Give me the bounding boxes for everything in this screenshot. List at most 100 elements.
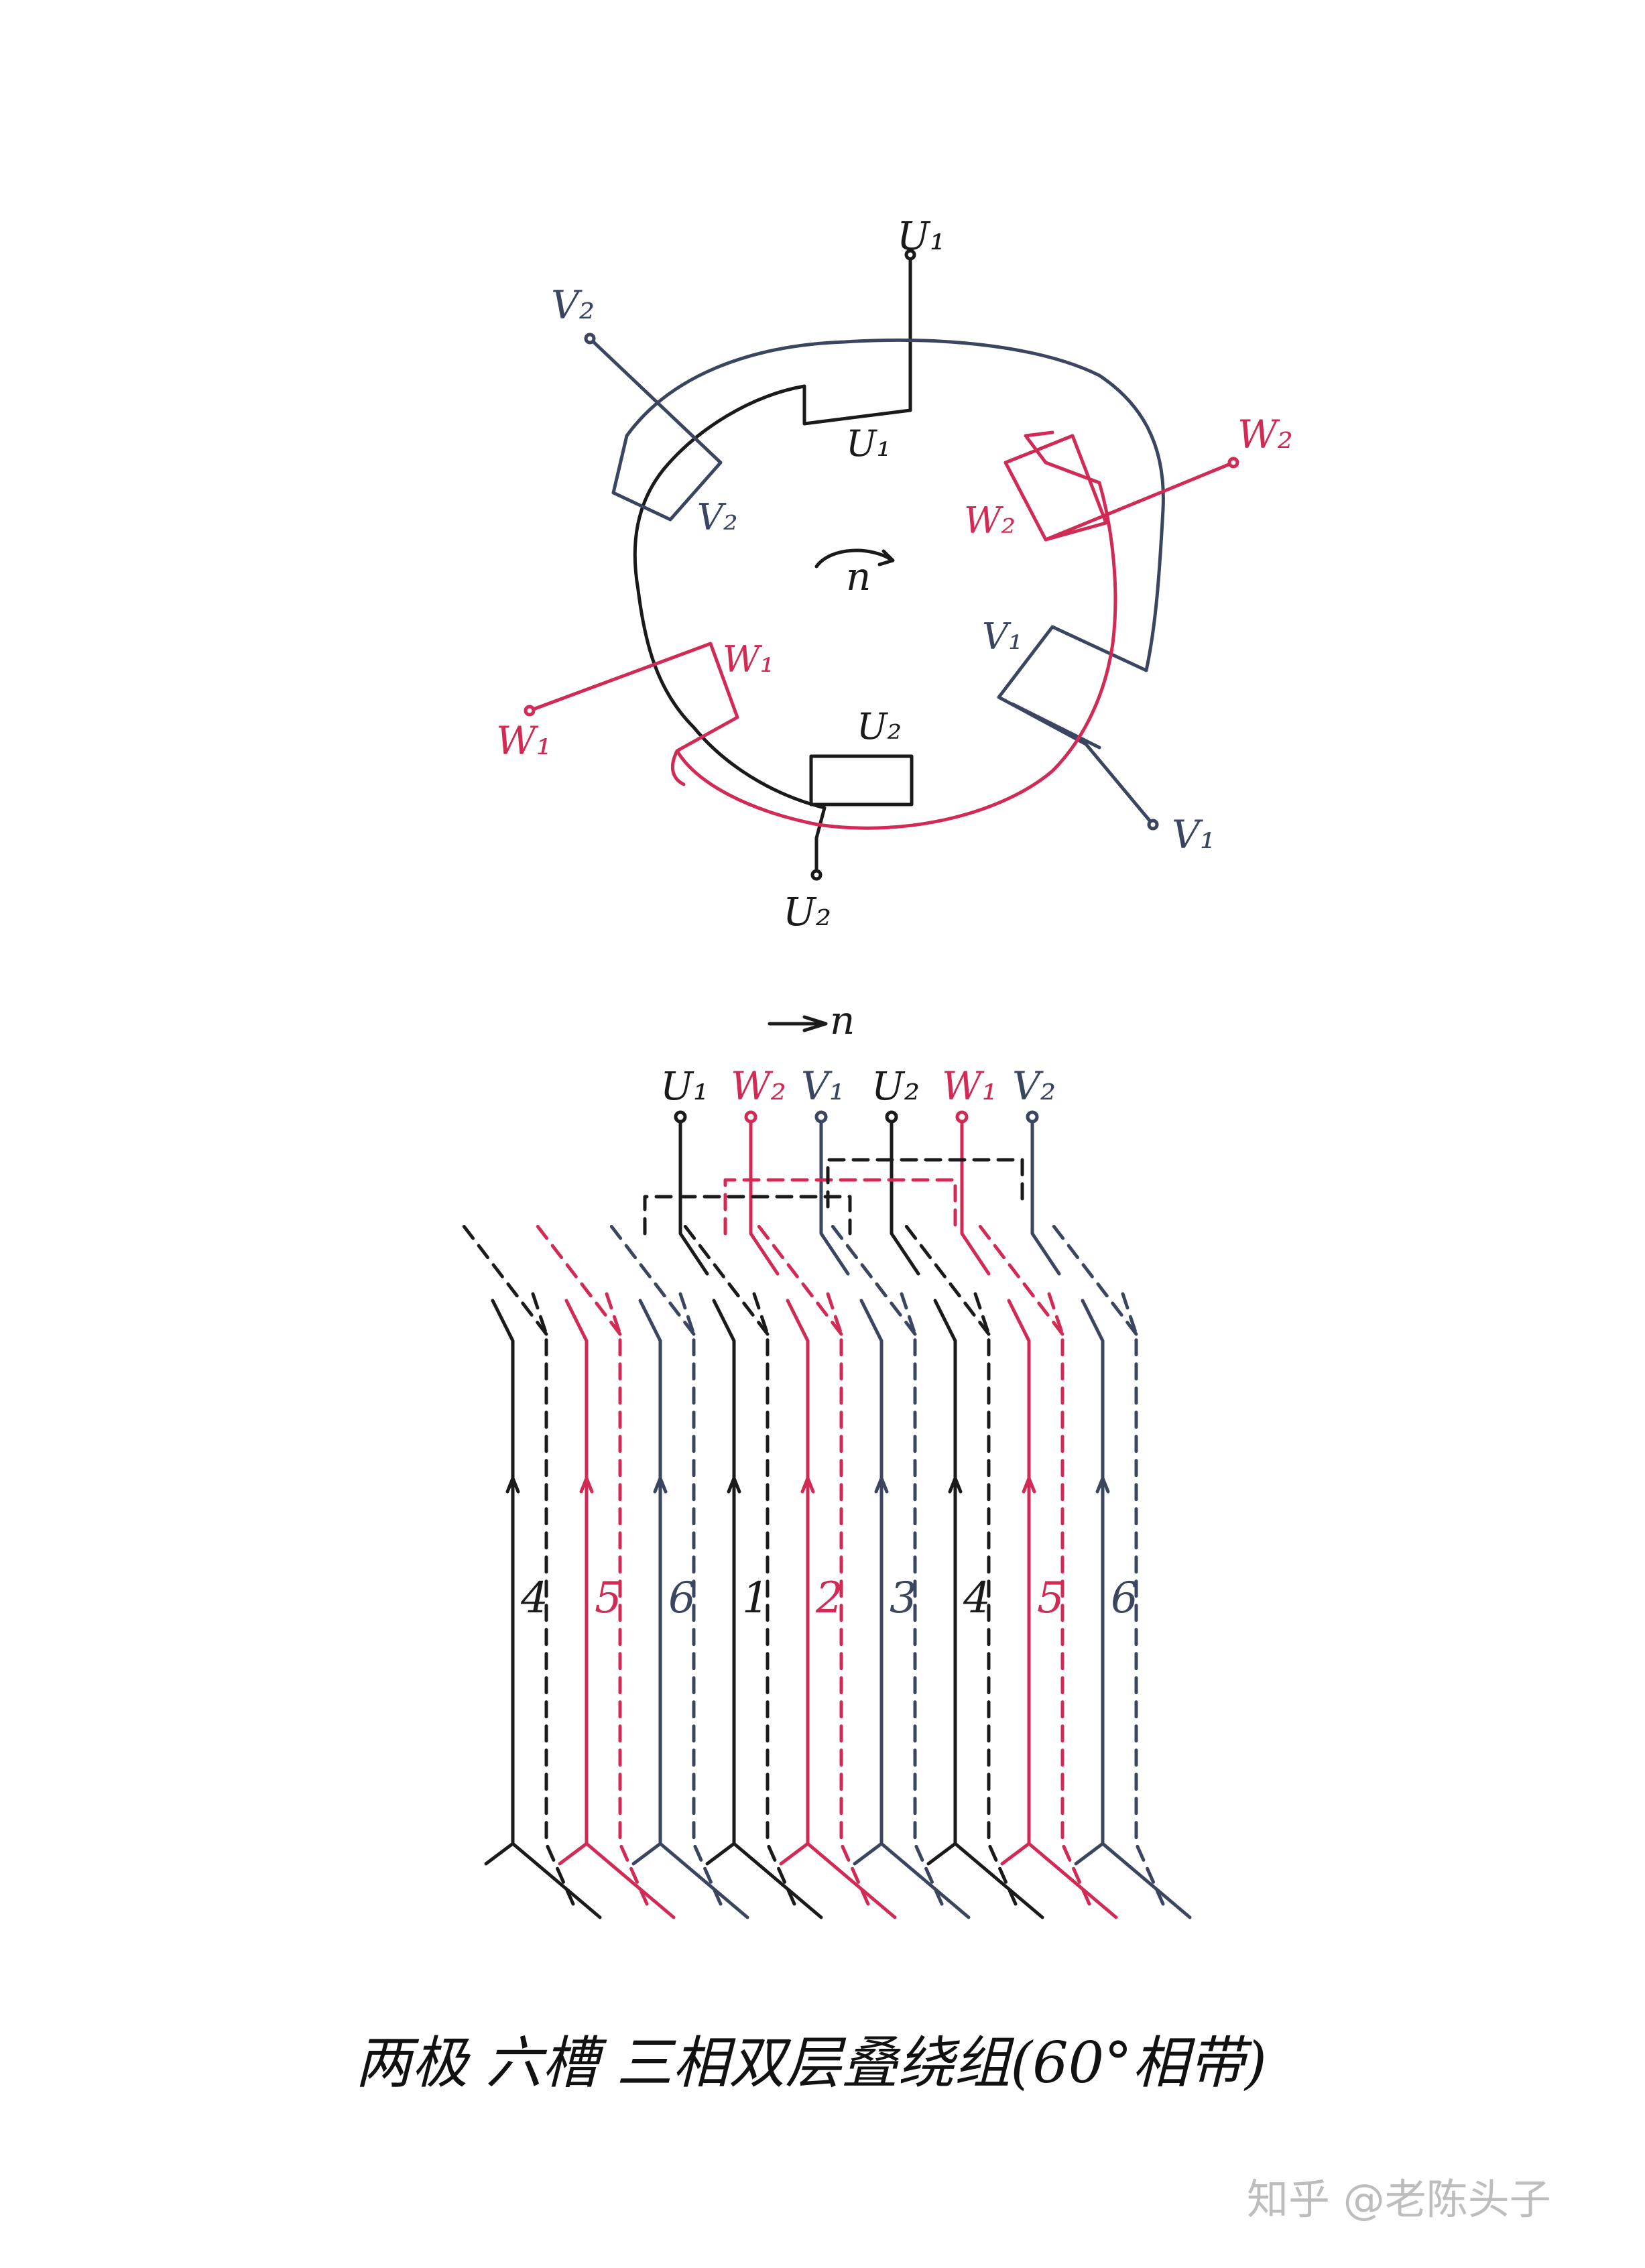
slot-coil-4: 1 <box>678 1218 823 1919</box>
terminal-label: W₂ <box>731 1063 786 1109</box>
slot-coil-7: 4 <box>900 1218 1044 1919</box>
caption: 两极 六槽 三相双层叠绕组(60°相带) <box>355 2030 1267 2096</box>
watermark: 知乎 @老陈头子 <box>1247 2175 1551 2224</box>
terminal-V1 <box>1147 819 1159 831</box>
coil-end-turn <box>732 1842 823 1919</box>
w-phase-winding <box>528 430 1235 830</box>
terminal-V2 <box>584 333 596 345</box>
slot-conductor-top-layer <box>1074 1299 1105 1866</box>
coil-label-V1: V₁ <box>982 615 1023 658</box>
slot-number-label: 2 <box>815 1573 843 1623</box>
terminal-circle <box>744 1110 757 1124</box>
terminal-circle <box>955 1110 969 1124</box>
rotation-arrow <box>814 548 894 569</box>
rotation-label: n <box>846 554 871 599</box>
coil-end-turn <box>1027 1842 1118 1919</box>
slot-coil-6: 3 <box>826 1218 971 1919</box>
current-direction-arrow <box>948 1476 963 1494</box>
terminal-circle <box>814 1110 828 1124</box>
terminal-label: V₂ <box>1012 1063 1056 1109</box>
coil-end-turn-dashed <box>531 1218 622 1336</box>
slot-conductor-bottom-layer <box>1121 1292 1165 1906</box>
slot-number-label: 6 <box>1111 1573 1138 1623</box>
rotation-arrowhead-linear <box>802 1015 828 1032</box>
terminal-label-W2: W₂ <box>1237 412 1293 457</box>
terminal-lead <box>749 1119 780 1276</box>
terminal-circle <box>674 1110 687 1124</box>
coil-end-turn-dashed <box>973 1218 1064 1336</box>
slot-conductor-top-layer <box>853 1299 884 1866</box>
slot-conductor-bottom-layer <box>900 1292 944 1906</box>
slot-number-label: 6 <box>668 1573 696 1623</box>
slot-coil-5: 2 <box>752 1218 897 1919</box>
rotation-label-linear: n <box>830 998 855 1043</box>
coil-end-turn-dashed <box>605 1218 696 1336</box>
slot-number-label: 1 <box>742 1573 770 1623</box>
end-connections <box>643 1158 1024 1236</box>
coil-end-turn <box>511 1842 602 1919</box>
terminal-V2-bottom: V₂ <box>1012 1063 1061 1276</box>
current-direction-arrow <box>727 1476 741 1494</box>
coil-end-turn <box>953 1842 1044 1919</box>
slot-conductor-top-layer <box>779 1299 810 1866</box>
slot-coil-1: 4 <box>457 1218 602 1919</box>
coil-end-turn-dashed <box>1047 1218 1138 1336</box>
slot-conductor-top-layer <box>1000 1299 1031 1866</box>
coil-end-turn <box>1101 1842 1192 1919</box>
current-direction-arrow <box>505 1476 520 1494</box>
coil-label-W2: W₂ <box>964 499 1016 542</box>
v-phase-winding <box>588 337 1165 827</box>
terminal-lead <box>960 1119 991 1276</box>
terminal-lead <box>678 1119 709 1276</box>
slot-conductor-bottom-layer <box>605 1292 649 1906</box>
terminal-label-W1: W₁ <box>496 718 552 764</box>
coil-end-turn <box>879 1842 971 1919</box>
terminal-label-U2: U₂ <box>783 889 831 935</box>
slot-conductor-bottom-layer <box>752 1292 796 1906</box>
terminal-U2-bottom: U₂ <box>871 1063 920 1276</box>
slot-conductor-bottom-layer <box>973 1292 1018 1906</box>
slot-conductor-top-layer <box>484 1299 515 1866</box>
slot-conductor-bottom-layer <box>678 1292 723 1906</box>
slot-conductor-top-layer <box>705 1299 736 1866</box>
current-direction-arrow <box>653 1476 668 1494</box>
current-direction-arrow <box>800 1476 815 1494</box>
terminal-W1 <box>524 705 536 717</box>
coil-end-turn-dashed <box>457 1218 548 1336</box>
terminal-label-V1: V₁ <box>1172 812 1215 857</box>
bottom-terminals: U₁ W₂ V₁ U₂ W₁ V₂ <box>660 1063 1061 1276</box>
slot-conductor-top-layer <box>558 1299 589 1866</box>
terminal-U2 <box>810 869 822 881</box>
coil-end-turn-dashed <box>678 1218 770 1336</box>
slot-number-label: 5 <box>595 1573 622 1623</box>
terminal-circle <box>1026 1110 1039 1124</box>
slot-number-label: 4 <box>963 1573 991 1623</box>
coil-end-turn <box>658 1842 749 1919</box>
u-phase-winding <box>633 253 914 877</box>
terminal-lead <box>890 1119 920 1276</box>
terminal-label: U₂ <box>871 1063 920 1109</box>
terminal-lead <box>1030 1119 1061 1276</box>
terminal-W1-bottom: W₁ <box>942 1063 997 1276</box>
terminal-U1 <box>904 249 916 261</box>
terminal-W2-bottom: W₂ <box>731 1063 786 1276</box>
current-direction-arrow <box>1022 1476 1036 1494</box>
slot-coil-2: 5 <box>531 1218 676 1919</box>
slot-number-label: 5 <box>1037 1573 1064 1623</box>
terminal-V1-bottom: V₁ <box>801 1063 850 1276</box>
coil-end-turn-dashed <box>752 1218 843 1336</box>
terminal-label: V₁ <box>801 1063 845 1109</box>
slot-coil-9: 6 <box>1047 1218 1192 1919</box>
current-direction-arrow <box>1095 1476 1110 1494</box>
coil-label-W1: W₁ <box>723 638 774 680</box>
slot-conductor-bottom-layer <box>531 1292 575 1906</box>
slot-number-label: 4 <box>520 1573 548 1623</box>
terminal-label: U₁ <box>660 1063 709 1109</box>
slot-coil-8: 5 <box>973 1218 1118 1919</box>
rotation-arrowhead <box>877 549 895 566</box>
terminal-U1-bottom: U₁ <box>660 1063 709 1276</box>
coil-end-turn <box>806 1842 897 1919</box>
terminal-label: W₁ <box>942 1063 997 1109</box>
coil-end-turn-dashed <box>900 1218 991 1336</box>
